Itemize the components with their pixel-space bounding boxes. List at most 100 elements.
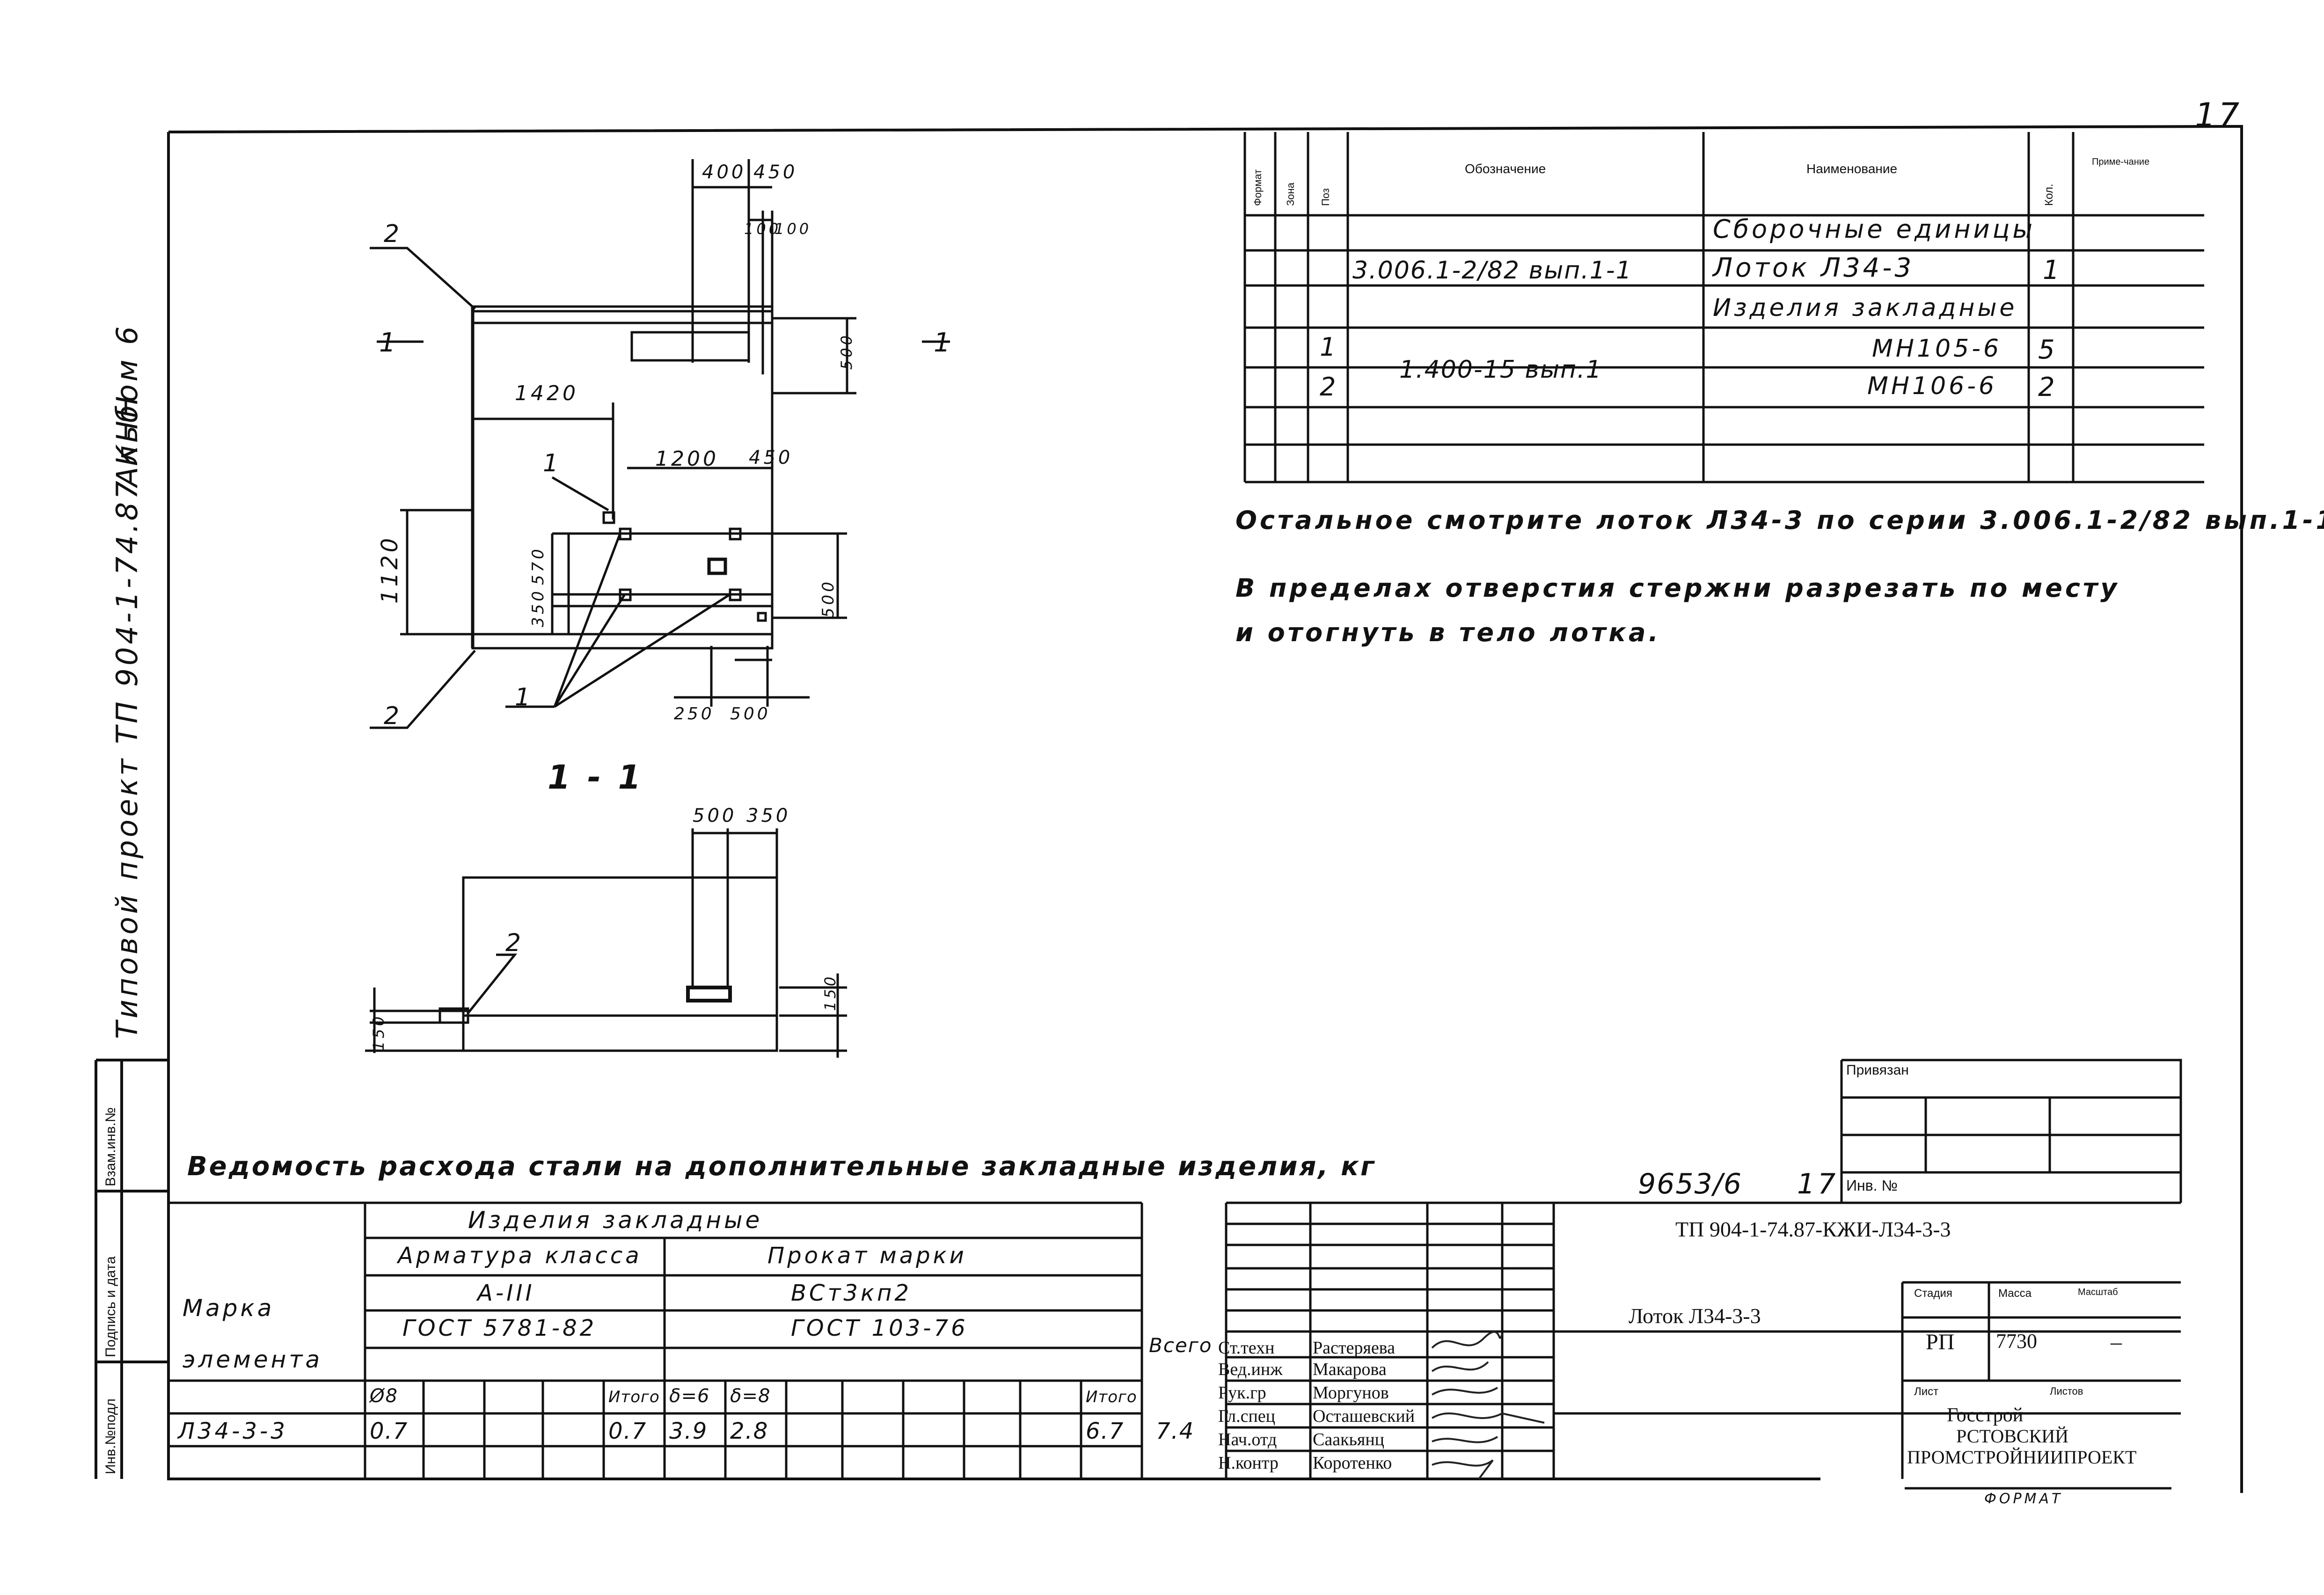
stamp-inv-label: Инв.№подл [103,1398,118,1474]
section-title: 1 - 1 [548,758,644,797]
steel-title: Ведомость расхода стали на дополнительны… [187,1151,1376,1182]
steel-row-b6: 3.9 [669,1418,708,1444]
steel-sub-b8: δ=8 [730,1385,771,1407]
steel-sub-total2: Итого [1086,1388,1137,1406]
dim-350: 350 [529,588,548,627]
dim-100b: 100 [775,220,812,238]
steel-plate-gost: ГОСТ 103-76 [791,1315,968,1341]
dim-570: 570 [529,546,548,585]
steel-group-header: Изделия закладные [468,1207,763,1234]
dim-1120: 1120 [377,535,403,604]
sig-role-1: Ст.техн [1218,1338,1275,1358]
spec-row-tray-name: Лоток Л34-3 [1713,253,1915,283]
dim-section-500: 500 [693,805,737,827]
spec-row-tray-qty: 1 [2043,255,2062,285]
object-name: Лоток Л34-3-3 [1629,1304,1761,1328]
stamp-sign-label: Подпись и дата [103,1256,118,1357]
steel-total-header: Всего [1149,1334,1213,1357]
steel-sub-b6: δ=6 [669,1385,710,1407]
spec-head-designation: Обозначение [1465,161,1546,176]
sig-role-3: Рук.гр [1218,1383,1266,1403]
title-block-lines [1226,1059,2182,1490]
spec-table-lines [1243,132,2204,483]
org-line-2: РСТОВСКИЙ [1956,1426,2069,1447]
sheet-label: Лист [1914,1385,1939,1398]
spec-row-qty2: 2 [2038,372,2058,402]
steel-row-grand: 7.4 [1156,1418,1195,1444]
sig-name-6: Коротенко [1313,1453,1392,1473]
dim-250: 250 [674,704,715,724]
inv-label: Инв. № [1846,1177,1898,1194]
callout-2-top: 2 [384,220,402,248]
stage-label: Стадия [1914,1287,1952,1300]
steel-plate-grade: ВСт3кп2 [791,1280,912,1306]
format-label: ФОРМАТ [1984,1491,2063,1507]
steel-plate-header: Прокат марки [767,1243,967,1269]
sig-role-5: Нач.отд [1218,1430,1277,1449]
doc-code: ТП 904-1-74.87-КЖИ-Л34-3-3 [1675,1217,1951,1241]
sig-name-3: Моргунов [1313,1383,1389,1403]
dim-section-350: 350 [746,805,791,827]
spec-row-tray-designation: 3.006.1-2/82 вып.1-1 [1352,256,1632,285]
section-mark-right: 1 [934,328,953,358]
dim-400: 400 [702,161,746,183]
dim-500-mid: 500 [819,579,838,618]
spec-row-pos2: 2 [1320,372,1339,402]
spec-row-item-designation: 1.400-15 вып.1 [1399,356,1602,384]
callout-1-bottom: 1 [515,683,533,711]
dim-1200: 1200 [655,447,719,471]
spec-head-format: Формат [1252,169,1264,206]
steel-row-total1: 0.7 [608,1418,647,1444]
sig-role-6: Н.контр [1218,1453,1279,1473]
note-2: В пределах отверстия стержни разрезать п… [1235,573,2120,603]
dim-450-mid: 450 [749,447,793,468]
stage-value: РП [1926,1330,1955,1354]
dim-500-bottom: 500 [730,704,771,724]
steel-rebar-gost: ГОСТ 5781-82 [402,1315,597,1341]
scale-value: – [2111,1330,2122,1354]
steel-row-b8: 2.8 [730,1418,769,1444]
mass-label: Масса [1998,1287,2032,1300]
steel-mark-header: Марка элемента [183,1295,323,1373]
callout-2-bottom: 2 [384,702,402,730]
sig-name-4: Осташевский [1313,1406,1415,1426]
spec-head-pos: Поз [1320,188,1331,206]
spec-head-note: Приме-чание [2092,157,2150,167]
spec-head-qty: Кол. [2043,183,2055,206]
spec-row-assembly: Сборочные единицы [1713,214,2036,244]
stamp-replace-label: Взам.инв.№ [103,1107,118,1186]
album-code: 9653/6 [1638,1168,1743,1200]
spec-head-name: Наименование [1806,161,1898,176]
project-label: Типовой проект ТП 904-1-74.87 КНН [110,393,144,1039]
steel-row-d8: 0.7 [370,1418,409,1444]
dim-section-150b: 150 [821,973,839,1011]
org-line-3: ПРОМСТРОЙНИИПРОЕКТ [1907,1447,2137,1468]
mass-value: 7730 [1996,1330,2037,1353]
spec-head-zone: Зона [1285,183,1296,206]
sig-name-1: Растеряева [1313,1338,1395,1358]
spec-row-pos1: 1 [1320,332,1339,362]
steel-table-lines [167,1201,1228,1480]
steel-row-total2: 6.7 [1086,1418,1125,1444]
callout-2-section: 2 [505,929,524,957]
album-sheet: 17 [1797,1168,1839,1200]
privyazan-label: Привязан [1846,1062,1909,1078]
dim-450: 450 [753,161,798,183]
note-1: Остальное смотрите лоток Л34-3 по серии … [1235,505,2324,535]
org-line-1: Госстрой [1947,1405,2024,1426]
callout-1-top: 1 [543,449,562,477]
spec-row-mn106: МН106-6 [1867,372,1997,400]
spec-row-qty5: 5 [2038,335,2058,365]
steel-sub-total1: Итого [608,1388,660,1406]
steel-sub-d8: Ø8 [370,1385,398,1407]
sig-name-5: Саакьянц [1313,1430,1385,1449]
sheets-label: Листов [2050,1385,2083,1397]
steel-rebar-header: Арматура класса [398,1243,642,1269]
section-view [365,828,847,1058]
steel-row-mark: Л34-3-3 [178,1418,288,1444]
sig-role-4: Гл.спец [1218,1406,1275,1426]
section-mark-left: 1 [379,328,399,358]
sig-role-2: Вед.инж [1218,1360,1283,1379]
dim-500-right: 500 [838,332,855,370]
